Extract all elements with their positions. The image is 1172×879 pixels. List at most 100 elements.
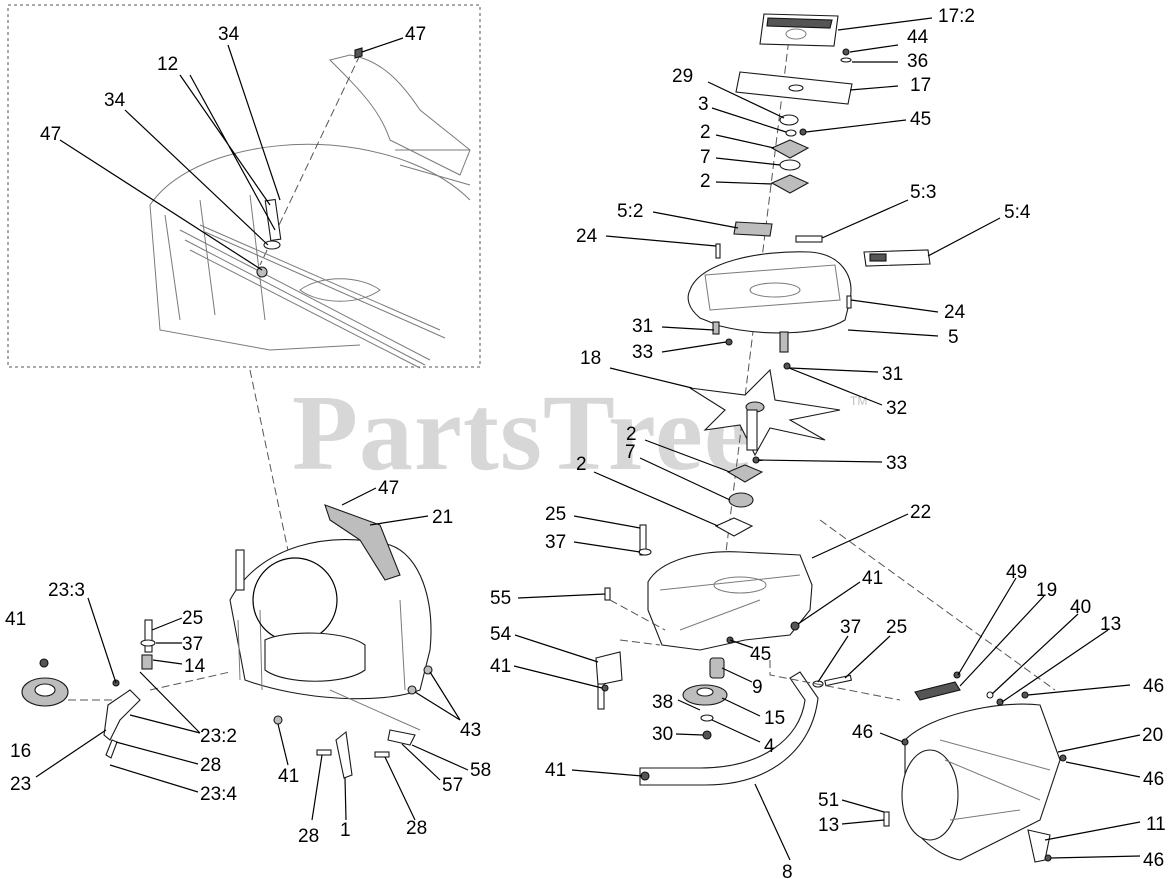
chute-rotation-stack [687, 13, 931, 561]
nut-46-top [1021, 691, 1029, 699]
leader-47c [341, 487, 377, 506]
callout-46d: 46 [1143, 850, 1164, 871]
callout-23-3: 23:3 [48, 580, 85, 601]
washer-40 [986, 691, 994, 699]
leader-47a [59, 139, 263, 271]
washer-38 [700, 714, 714, 722]
callout-4: 4 [764, 736, 775, 757]
callout-36: 36 [907, 51, 928, 72]
nut-46c [1044, 854, 1052, 862]
callout-2b: 2 [700, 171, 711, 192]
screw-55 [604, 587, 611, 601]
callout-44: 44 [907, 27, 929, 48]
leader-7b [639, 457, 731, 501]
leader-32 [788, 367, 883, 406]
leader-43 [414, 671, 461, 721]
callout-17: 17 [910, 75, 931, 96]
leader-46d [1050, 855, 1141, 859]
inset-housing-ribs [164, 194, 266, 321]
callout-46b: 46 [852, 722, 873, 743]
callout-28a: 28 [200, 755, 221, 776]
pulley-15-hub [696, 687, 714, 697]
inset-nut-47 [256, 266, 268, 278]
rod-54 [597, 683, 605, 710]
inset-bolt-12 [264, 198, 282, 242]
leader-24a [605, 235, 717, 247]
leader-29 [707, 81, 785, 119]
housing-22-edges [659, 574, 801, 631]
inset-pulley [299, 278, 381, 302]
leader-12 [179, 74, 276, 231]
nut-45 [799, 128, 807, 136]
handle-assembly [639, 519, 1056, 786]
leader-5-4 [927, 217, 1001, 257]
callout-5-3: 5:3 [910, 182, 936, 203]
callout-19: 19 [1036, 580, 1057, 601]
decal-17-2-band [766, 17, 833, 29]
leader-8 [754, 783, 791, 861]
clip-31b [779, 331, 789, 353]
leader-23 [35, 729, 107, 778]
leader-46b [879, 732, 904, 743]
leader-11 [1044, 821, 1141, 841]
washer-3 [785, 129, 797, 137]
callout-46c: 46 [1143, 769, 1164, 790]
housing-22-ring [713, 576, 767, 594]
flange-2a [770, 139, 810, 159]
washer-37a [638, 548, 652, 556]
chute-20-mouth [901, 749, 959, 841]
callout-18: 18 [580, 348, 601, 369]
nut-33a [725, 338, 733, 346]
callout-3: 3 [698, 94, 709, 115]
callout-47c: 47 [378, 478, 399, 499]
callout-31a: 31 [632, 316, 653, 337]
callout-numbers: 47 34 12 34 47 17:2 44 36 17 29 3 45 2 7… [5, 6, 1166, 879]
inset-housing-side [149, 204, 361, 351]
washer-37 [140, 639, 156, 647]
callout-15: 15 [764, 708, 785, 729]
leader-46c [1065, 761, 1141, 778]
callout-23: 23 [10, 774, 31, 795]
callout-17-2: 17:2 [938, 6, 975, 27]
latch-19 [914, 681, 961, 701]
leader-23-3 [87, 597, 117, 684]
callout-43: 43 [460, 720, 481, 741]
callout-5-4: 5:4 [1004, 202, 1031, 223]
inset-chute-panel [329, 54, 471, 176]
callout-54: 54 [490, 624, 512, 645]
impeller-18 [689, 368, 841, 457]
callout-25a: 25 [545, 504, 566, 525]
leader-3 [711, 107, 787, 133]
inset-frame [7, 4, 481, 368]
leader-2b [715, 181, 773, 185]
shaft [746, 409, 758, 451]
handle-8 [639, 671, 819, 786]
callout-37b: 37 [840, 617, 861, 638]
leader-47b [361, 37, 404, 53]
leader-40 [991, 613, 1079, 695]
bracket-57 [387, 729, 416, 746]
leader-23-2 [129, 671, 201, 734]
inset-washer-34 [263, 240, 281, 250]
leader-14 [152, 659, 183, 665]
leader-58 [411, 744, 469, 771]
callout-34b: 34 [104, 90, 126, 111]
bearing-7a [779, 159, 801, 171]
leader-1 [344, 777, 347, 821]
nut-41 [39, 658, 49, 668]
inset-rod-lines [199, 224, 446, 339]
callout-41c: 41 [545, 760, 566, 781]
leader-38 [677, 699, 701, 711]
callout-11: 11 [1146, 814, 1166, 835]
callout-33b: 33 [886, 453, 907, 474]
leader-4 [711, 719, 761, 743]
inset-belt-lines [179, 229, 431, 369]
cover-5-top [704, 264, 841, 311]
leader-28b [384, 756, 416, 821]
leader-34a [227, 44, 281, 201]
linkage-dash [149, 671, 231, 691]
callout-57: 57 [442, 775, 463, 796]
link-1 [335, 730, 353, 779]
leader-2a [715, 134, 775, 149]
callout-5: 5 [948, 327, 959, 348]
